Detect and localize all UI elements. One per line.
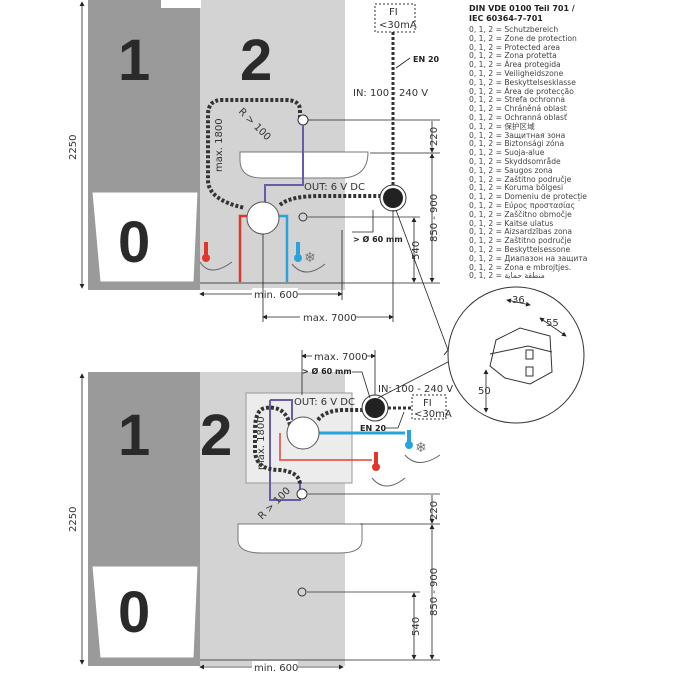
input-voltage-label: IN: 100 - 240 V [378, 384, 453, 395]
washbasin [237, 523, 363, 554]
legend-item: 0, 1, 2 = Área protegida [469, 60, 561, 70]
legend-title-line2: IEC 60364-7-701 [469, 14, 543, 23]
dim-220: 220 [429, 127, 440, 146]
detail-depth: 55 [546, 318, 559, 329]
legend-item: 0, 1, 2 = Диапазон на защита [469, 253, 588, 263]
legend-item: 0, 1, 2 = Domeniu de protecție [469, 192, 587, 202]
legend-item: 0, 1, 2 = Zona protetta [469, 51, 557, 61]
zone-legend: DIN VDE 0100 Teil 701 / IEC 60364-7-701 … [469, 4, 674, 281]
dim-540: 540 [411, 617, 422, 636]
legend-item: 0, 1, 2 = Strefa ochronna [469, 95, 566, 105]
dim-min-600: min. 600 [254, 290, 298, 301]
svg-text:❄: ❄ [304, 250, 316, 266]
zone-1-label: 1 [118, 28, 150, 93]
legend-title: DIN VDE 0100 Teil 701 / IEC 60364-7-701 [469, 4, 674, 24]
diameter-label: > Ø 60 mm [302, 366, 352, 376]
max-1800-label: max. 1800 [214, 118, 225, 172]
legend-item: 0, 1, 2 = Εύρος προστασίας [469, 200, 576, 210]
legend-item: 0, 1, 2 = Área de protecção [469, 86, 574, 96]
legend-item: 0, 1, 2 = Zaščitno območje [469, 209, 572, 219]
dim-min-600: min. 600 [254, 663, 298, 674]
zone2-area [200, 0, 345, 290]
zone-2-label: 2 [240, 28, 272, 93]
low-voltage-cable [206, 98, 380, 210]
drain-outlet [298, 212, 308, 222]
fi-breaker [411, 394, 447, 420]
bathtub [91, 565, 199, 659]
hot-water-icon [371, 452, 406, 487]
legend-item: 0, 1, 2 = Zone de protection [469, 33, 577, 43]
diameter-label: > Ø 60 mm [353, 234, 403, 244]
fi-rating: <30mA [414, 409, 452, 420]
fi-breaker [374, 3, 416, 33]
fi-rating: <30mA [379, 20, 417, 31]
low-voltage-cable [253, 405, 302, 486]
dim-2250: 2250 [68, 135, 79, 160]
legend-item: 0, 1, 2 = Chráněná oblast [469, 104, 567, 114]
legend-item: 0, 1, 2 = Zona e mbrojtjes. [469, 262, 572, 272]
dim-850-900: 850 - 900 [429, 568, 440, 616]
cold-water-icon: ❄ [404, 430, 441, 463]
legend-item: 0, 1, 2 = Zaštitno područje [469, 174, 572, 184]
bathtub [91, 191, 199, 283]
top-diagram: 1 2 0 2250 FI <30mA EN 20 IN: 100 - 240 … [68, 0, 449, 351]
legend-item: 0, 1, 2 = Biztonsági zóna [469, 139, 565, 149]
svg-text:❄: ❄ [415, 440, 427, 456]
dim-850-900: 850 - 900 [429, 194, 440, 242]
legend-item: 0, 1, 2 = Saugos zona [469, 165, 553, 175]
detail-height: 50 [478, 386, 491, 397]
legend-item: 0, 1, 2 = Protected area [469, 42, 561, 52]
power-supply-box-3d [489, 327, 553, 385]
legend-item: 0, 1, 2 = Koruma bölgesi [469, 183, 564, 193]
dim-2250: 2250 [68, 507, 79, 532]
output-voltage-label: OUT: 6 V DC [304, 182, 365, 193]
sensor-outlet [297, 114, 309, 126]
output-voltage-label: OUT: 6 V DC [294, 397, 355, 408]
legend-item: 0, 1, 2 = Zaštitno područje [469, 236, 572, 246]
legend-item: 0, 1, 2 = Защитная зона [469, 130, 566, 140]
hot-water-pipe [279, 433, 372, 461]
legend-item: 0, 1, 2 = Beskyttelsessone [469, 244, 571, 254]
input-voltage-label: IN: 100 - 240 V [353, 88, 428, 99]
bottom-diagram: 1 2 0 2250 max. 1800 R > 100 OUT: 6 V DC… [68, 350, 453, 674]
en20-label: EN 20 [413, 55, 440, 64]
detail-width: 36 [512, 295, 525, 306]
max-1800-label: max. 1800 [256, 416, 267, 470]
legend-item: 0, 1, 2 = Kaitse ulatus [469, 218, 554, 228]
sensor-outlet [296, 488, 308, 500]
zone-2-label: 2 [200, 403, 232, 468]
hot-water-icon [199, 242, 233, 271]
power-supply-detail: 36 55 50 [443, 286, 585, 424]
zone-0-label: 0 [118, 210, 150, 275]
flush-box [286, 416, 320, 450]
legend-item: 0, 1, 2 = Beskyttelsesklasse [469, 77, 576, 87]
legend-item: 0, 1, 2 = Suoja-alue [469, 148, 545, 158]
zone-1-label: 1 [118, 403, 150, 468]
legend-item: 0, 1, 2 = Schutzbereich [469, 25, 559, 34]
legend-title-line1: DIN VDE 0100 Teil 701 / [469, 4, 575, 13]
cold-water-icon: ❄ [291, 242, 326, 273]
en20-label: EN 20 [360, 424, 387, 433]
legend-item: 0, 1, 2 = Veiligheidszone [469, 68, 564, 78]
fi-label: FI [389, 7, 398, 18]
legend-item: 0, 1, 2 = Aizsardzības zona [469, 227, 573, 237]
legend-item: 0, 1, 2 = 保护区域 [469, 121, 535, 131]
zone-0-label: 0 [118, 580, 150, 645]
dim-540: 540 [411, 241, 422, 260]
dim-220: 220 [429, 501, 440, 520]
legend-item: 0, 1, 2 = Ochranná oblasť [469, 112, 567, 122]
legend-item: 0, 1, 2 = منطقة حماية [469, 271, 545, 281]
fi-label: FI [423, 398, 432, 409]
flush-box [246, 201, 280, 235]
legend-item: 0, 1, 2 = Skyddsområde [469, 156, 561, 166]
cable-duct [264, 125, 304, 205]
drain-outlet [297, 587, 307, 597]
dim-max-7000: max. 7000 [314, 352, 368, 363]
dim-max-7000: max. 7000 [303, 313, 357, 324]
